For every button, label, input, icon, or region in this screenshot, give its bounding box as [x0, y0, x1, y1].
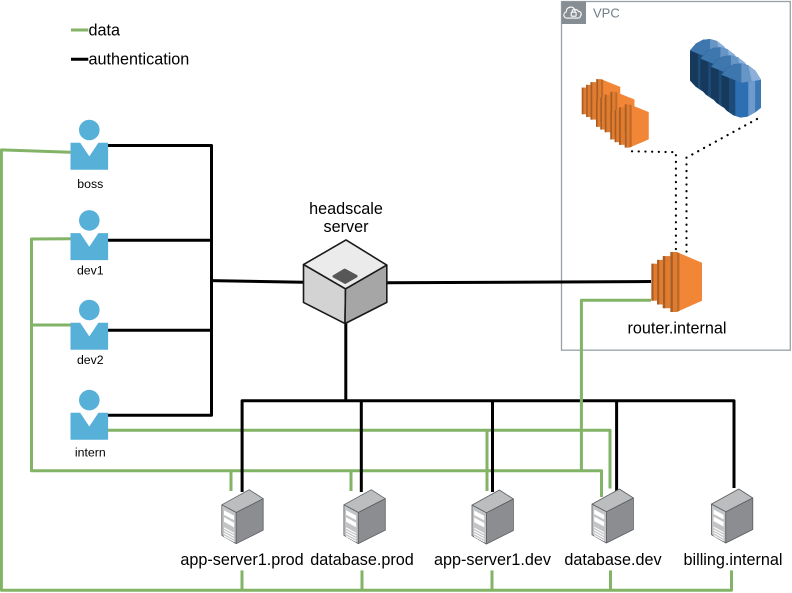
svg-text:headscale: headscale — [309, 200, 383, 218]
svg-text:database.dev: database.dev — [564, 551, 662, 569]
svg-text:boss: boss — [77, 177, 103, 191]
svg-text:app-server1.prod: app-server1.prod — [180, 551, 303, 569]
svg-text:VPC: VPC — [593, 5, 620, 20]
svg-text:billing.internal: billing.internal — [684, 551, 783, 569]
svg-text:dev1: dev1 — [77, 264, 104, 278]
svg-text:dev2: dev2 — [77, 353, 104, 367]
svg-text:app-server1.dev: app-server1.dev — [434, 551, 552, 569]
svg-text:authentication: authentication — [89, 51, 190, 69]
svg-text:database.prod: database.prod — [310, 551, 414, 569]
svg-text:intern: intern — [75, 445, 106, 459]
svg-text:data: data — [89, 21, 121, 39]
svg-text:server: server — [324, 218, 370, 236]
svg-text:router.internal: router.internal — [628, 320, 727, 338]
